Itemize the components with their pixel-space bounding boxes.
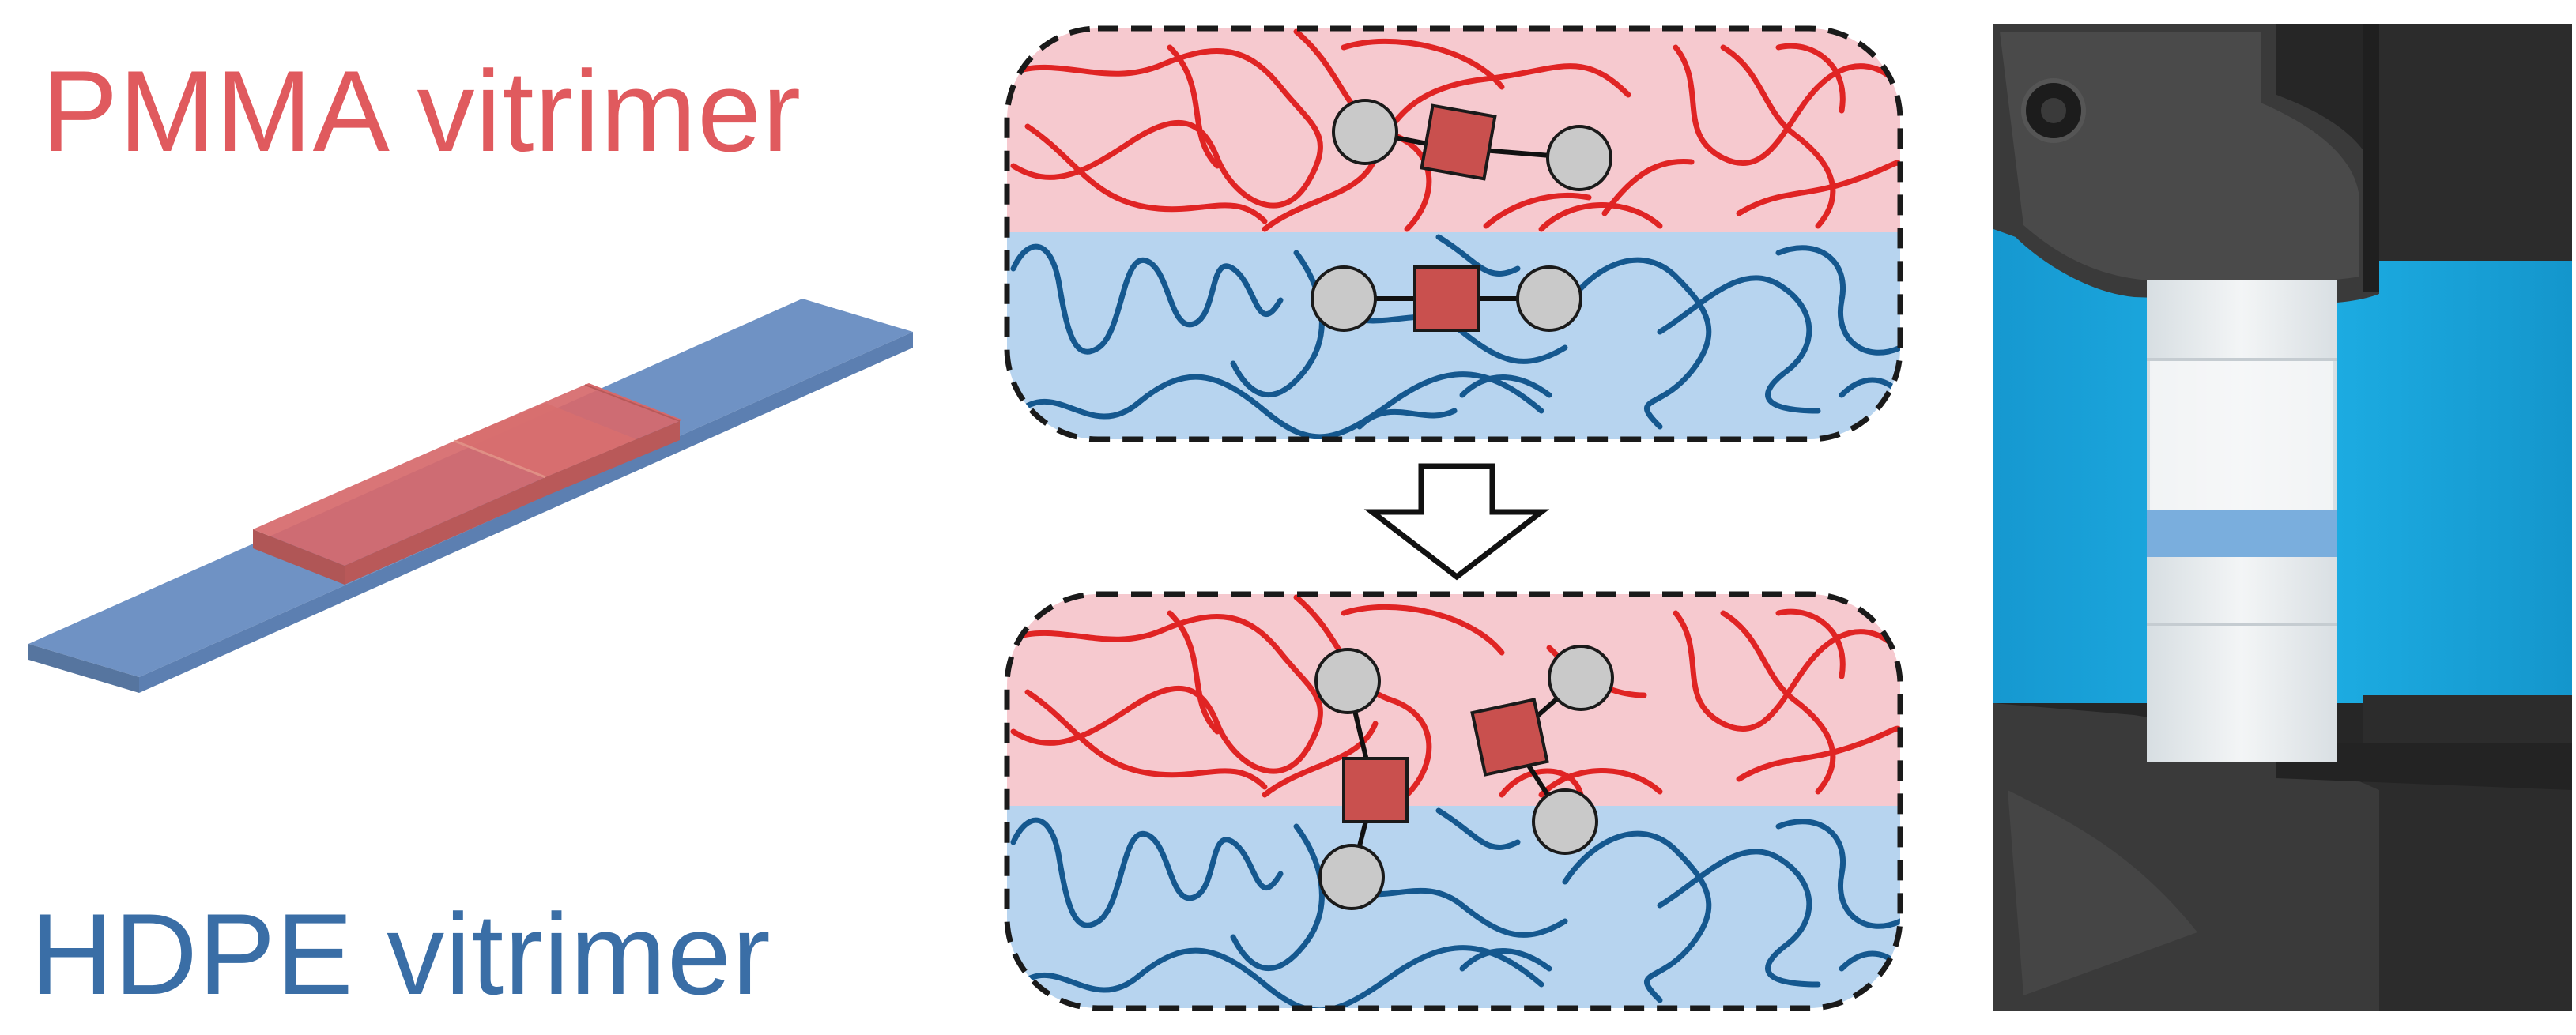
- pmma-overlay-right-top: [454, 385, 680, 477]
- pmma-chains: [1009, 594, 1900, 798]
- pmma-vitrimer-label: PMMA vitrimer: [41, 47, 801, 175]
- bead: [1332, 99, 1398, 165]
- specimen-lower: [2147, 557, 2337, 762]
- pmma-overlay-left-front: [345, 477, 545, 585]
- panel-border-top: [1004, 25, 1903, 442]
- bead: [1546, 125, 1612, 191]
- hollow-down-arrow-icon: [1363, 463, 1550, 581]
- tensile-test-photo: [1993, 24, 2572, 1011]
- crosslinker: [1413, 265, 1480, 332]
- hdpe-weld-band: [2147, 510, 2337, 557]
- screw-hole-inner: [2041, 98, 2066, 123]
- before-welding-panel: [1004, 25, 1903, 442]
- pmma-overlay-right-top2: [585, 383, 681, 421]
- weld-seam-line-2: [584, 384, 681, 422]
- bead: [1548, 645, 1614, 711]
- weld-seam-line: [454, 439, 546, 479]
- bead: [1314, 648, 1381, 714]
- dynamic-bond-bridge-right: [1470, 645, 1614, 855]
- dynamic-bond-bridge-left: [1314, 648, 1409, 910]
- crosslinker: [1470, 698, 1549, 777]
- bead: [1516, 265, 1582, 332]
- crosslinker: [1420, 104, 1497, 181]
- pmma-overlay-left-top: [253, 441, 545, 566]
- after-welding-panel: [1004, 591, 1903, 1011]
- hdpe-vitrimer-label: HDPE vitrimer: [30, 890, 771, 1018]
- upper-grip-column: [2363, 24, 2572, 261]
- bead: [1532, 788, 1598, 855]
- lower-jaw-bar: [2276, 743, 2572, 790]
- hdpe-strip-front-face: [139, 332, 913, 693]
- crosslinker: [1342, 757, 1409, 823]
- panel-border-bottom: [1004, 591, 1903, 1011]
- lap-joint-sketch: [28, 299, 913, 693]
- upper-grip-highlight: [2000, 32, 2359, 284]
- pmma-overlay-left-end: [253, 529, 345, 585]
- dynamic-bond-top-pmma: [1332, 99, 1612, 191]
- pmma-overlay-right-front: [545, 421, 680, 496]
- dynamic-bond-top-hdpe: [1311, 265, 1582, 332]
- specimen-overlap: [2150, 359, 2333, 510]
- hdpe-strip-end-face: [28, 644, 139, 693]
- bead: [1318, 844, 1385, 910]
- lower-grip-highlight: [2008, 790, 2197, 995]
- upper-jaw-edge: [2363, 24, 2379, 292]
- bead: [1311, 265, 1377, 332]
